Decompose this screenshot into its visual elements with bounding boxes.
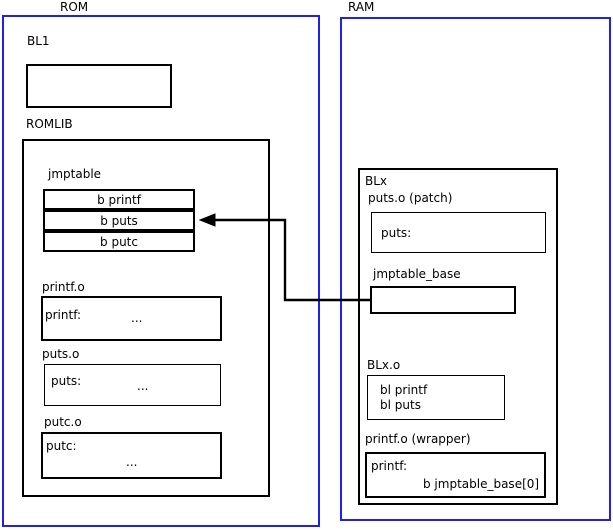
putc-o-label: putc.o	[44, 415, 82, 429]
putc-o-body: ...	[126, 455, 138, 469]
jmptable-row-puts-text: b puts	[100, 213, 138, 228]
putc-o-symbol: putc:	[46, 439, 77, 453]
ram-region	[340, 17, 611, 521]
printf-wrapper-branch: b jmptable_base[0]	[423, 477, 540, 491]
jmptable-base-label: jmptable_base	[373, 267, 461, 281]
puts-o-box: puts: ...	[44, 364, 221, 406]
blx-o-line-bl-puts: bl puts	[380, 398, 421, 412]
jmptable-row-printf[interactable]: b printf	[43, 189, 195, 210]
rom-region-label: ROM	[60, 0, 89, 14]
puts-o-symbol: puts:	[51, 374, 82, 388]
ram-region-label: RAM	[348, 0, 375, 14]
jmptable-row-printf-text: b printf	[97, 192, 141, 207]
romlib-label: ROMLIB	[26, 117, 73, 131]
bl1-label: BL1	[27, 34, 50, 48]
jmptable-base-box[interactable]	[370, 286, 516, 314]
arrowhead-icon	[198, 213, 216, 227]
puts-patch-label: puts.o (patch)	[368, 191, 453, 205]
putc-o-box: putc: ...	[41, 432, 222, 479]
blx-o-line-bl-printf: bl printf	[380, 383, 428, 397]
blx-label: BLx	[365, 174, 388, 188]
printf-wrapper-symbol: printf:	[371, 459, 408, 473]
blx-o-label: BLx.o	[367, 358, 401, 372]
printf-o-box: printf: ...	[41, 296, 222, 341]
puts-o-label: puts.o	[42, 347, 80, 361]
printf-wrapper-label: printf.o (wrapper)	[365, 432, 471, 446]
connector-path	[210, 218, 370, 302]
printf-o-label: printf.o	[42, 280, 85, 294]
puts-patch-box: puts:	[371, 212, 546, 253]
jmptable-row-puts[interactable]: b puts	[43, 210, 195, 231]
jmptable-row-putc[interactable]: b putc	[43, 231, 195, 252]
puts-patch-symbol: puts:	[381, 226, 412, 240]
bl1-box	[26, 64, 172, 108]
jmptable-label: jmptable	[48, 167, 102, 181]
puts-o-body: ...	[137, 379, 149, 393]
printf-o-symbol: printf:	[45, 308, 82, 322]
jmptable-row-putc-text: b putc	[100, 234, 138, 249]
rom-region	[2, 15, 320, 527]
blx-o-box: bl printf bl puts	[367, 375, 505, 420]
printf-wrapper-box: printf: b jmptable_base[0]	[365, 452, 546, 498]
printf-o-body: ...	[131, 311, 143, 325]
